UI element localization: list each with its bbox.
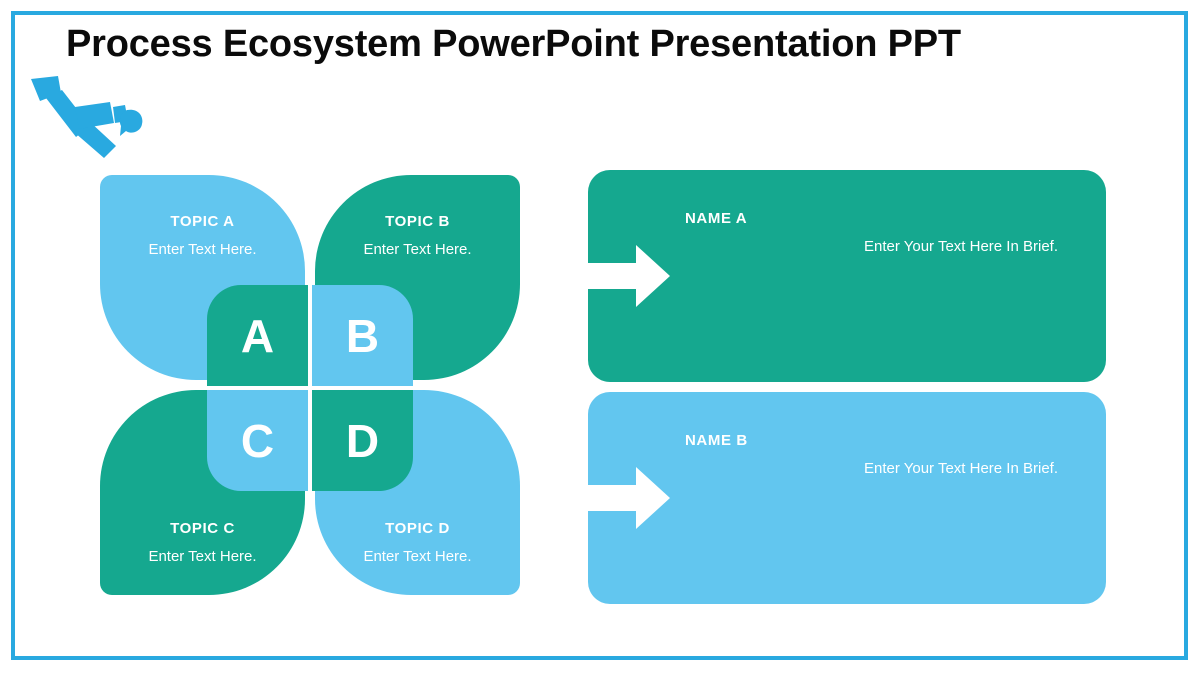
petal-topic-c-title: TOPIC C	[170, 520, 235, 537]
detail-panel-a-description: Enter Your Text Here In Brief.	[864, 238, 1058, 255]
petal-cluster-diagram: TOPIC A Enter Text Here. TOPIC B Enter T…	[100, 175, 520, 595]
petal-topic-b-subtitle: Enter Text Here.	[363, 241, 472, 258]
petal-topic-a-subtitle: Enter Text Here.	[148, 241, 257, 258]
right-arrow-icon	[578, 467, 670, 529]
center-tile-a[interactable]: A	[207, 285, 308, 386]
right-arrow-icon	[578, 245, 670, 307]
center-tile-b[interactable]: B	[312, 285, 413, 386]
detail-panel-b[interactable]: NAME B Enter Your Text Here In Brief.	[578, 392, 1106, 604]
detail-panel-b-description: Enter Your Text Here In Brief.	[864, 460, 1058, 477]
center-letter-grid: A B C D	[207, 285, 413, 491]
detail-panel-a-name: NAME A	[685, 210, 748, 227]
center-tile-c[interactable]: C	[207, 390, 308, 491]
petal-topic-d-subtitle: Enter Text Here.	[363, 548, 472, 565]
page-title: Process Ecosystem PowerPoint Presentatio…	[66, 23, 961, 65]
detail-panel-b-name: NAME B	[685, 432, 748, 449]
center-tile-d[interactable]: D	[312, 390, 413, 491]
petal-topic-b-title: TOPIC B	[385, 213, 450, 230]
detail-panel-a[interactable]: NAME A Enter Your Text Here In Brief.	[578, 170, 1106, 382]
petal-topic-a-title: TOPIC A	[170, 213, 235, 230]
petal-topic-d-title: TOPIC D	[385, 520, 450, 537]
scuba-diver-icon	[28, 74, 143, 166]
petal-topic-c-subtitle: Enter Text Here.	[148, 548, 257, 565]
